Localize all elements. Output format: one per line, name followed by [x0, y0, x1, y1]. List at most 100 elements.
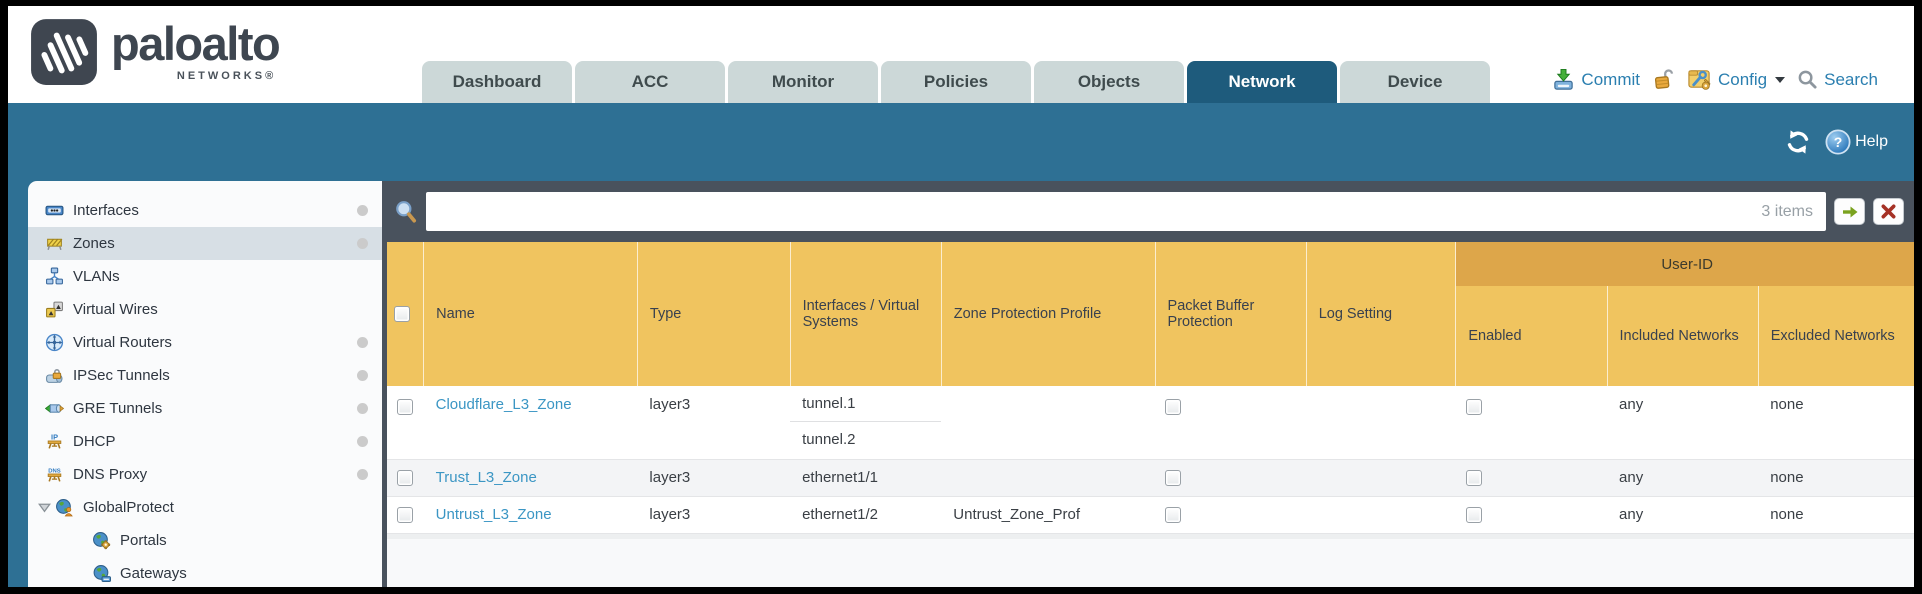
column-header-name[interactable]: Name: [423, 242, 638, 386]
column-header-log-setting[interactable]: Log Setting: [1306, 242, 1457, 386]
packet-buffer-checkbox[interactable]: [1165, 470, 1182, 487]
zone-name-link[interactable]: Cloudflare_L3_Zone: [435, 396, 572, 413]
sidebar-item-interfaces[interactable]: Interfaces: [28, 194, 382, 227]
column-header-zone-protection[interactable]: Zone Protection Profile: [941, 242, 1156, 386]
interface-entry: ethernet1/1: [802, 468, 878, 486]
refresh-icon: [1787, 130, 1809, 154]
interface-entry: tunnel.1: [790, 386, 942, 422]
portals-icon: [93, 532, 111, 550]
zone-interfaces-cell: tunnel.1 tunnel.2: [790, 386, 942, 460]
sidebar-item-dhcp[interactable]: IP DHCP: [28, 425, 382, 458]
svg-text:IP: IP: [51, 432, 58, 441]
zone-protection-cell: Untrust_Zone_Prof: [941, 496, 1156, 534]
excluded-networks-cell: none: [1758, 386, 1914, 460]
zones-table: Name Type Interfaces / Virtual Systems Z…: [387, 242, 1914, 534]
column-header-type[interactable]: Type: [637, 242, 791, 386]
column-header-included-networks[interactable]: Included Networks: [1607, 286, 1759, 386]
sidebar-item-zones[interactable]: Zones: [28, 227, 382, 260]
refresh-button[interactable]: [1785, 129, 1811, 155]
status-dot: [357, 436, 368, 447]
virtual-wires-icon: [46, 301, 63, 318]
zone-interfaces-cell: ethernet1/2: [790, 496, 942, 534]
table-row: Untrust_L3_Zone layer3 ethernet1/2 Untru…: [387, 496, 1914, 534]
sidebar-item-dns-proxy[interactable]: DNS DNS Proxy: [28, 458, 382, 491]
svg-text:?: ?: [1834, 134, 1843, 150]
sidebar-item-globalprotect[interactable]: GlobalProtect: [28, 491, 382, 524]
table-row: Cloudflare_L3_Zone layer3 tunnel.1 tunne…: [387, 386, 1914, 460]
empty-area: [387, 538, 1914, 587]
included-networks-cell: any: [1607, 496, 1759, 534]
packet-buffer-checkbox[interactable]: [1165, 399, 1182, 416]
help-icon: ?: [1825, 129, 1851, 155]
included-networks-cell: any: [1607, 459, 1759, 497]
tab-network[interactable]: Network: [1187, 61, 1337, 103]
clear-filter-button[interactable]: [1873, 198, 1904, 225]
tab-monitor[interactable]: Monitor: [728, 61, 878, 103]
zone-type-cell: layer3: [637, 496, 791, 534]
column-header-enabled[interactable]: Enabled: [1455, 286, 1608, 386]
table-bottom-strip: [387, 533, 1914, 539]
excluded-networks-cell: none: [1758, 459, 1914, 497]
lock-icon: [1654, 69, 1674, 89]
sidebar-item-vlans[interactable]: VLANs: [28, 260, 382, 293]
row-select-cell: [387, 459, 424, 497]
log-setting-cell: [1306, 386, 1456, 460]
expand-triangle-icon[interactable]: [38, 501, 51, 514]
select-all-checkbox[interactable]: [394, 306, 410, 323]
sidebar-item-portals[interactable]: Portals: [28, 524, 382, 557]
enabled-checkbox[interactable]: [1465, 507, 1482, 524]
sidebar-item-label: Portals: [120, 532, 167, 549]
column-header-excluded-networks[interactable]: Excluded Networks: [1758, 286, 1914, 386]
config-icon: [1688, 70, 1711, 90]
packet-buffer-cell: [1155, 386, 1307, 460]
config-button[interactable]: Config: [1687, 67, 1786, 92]
help-button[interactable]: ? Help: [1825, 129, 1888, 155]
packet-buffer-checkbox[interactable]: [1165, 507, 1182, 524]
dhcp-icon: IP: [47, 432, 62, 449]
row-checkbox[interactable]: [397, 399, 413, 416]
commit-label: Commit: [1581, 69, 1640, 89]
excluded-networks-cell: none: [1758, 496, 1914, 534]
table-row: Trust_L3_Zone layer3 ethernet1/1: [387, 459, 1914, 497]
zones-icon: [47, 238, 63, 251]
row-checkbox[interactable]: [397, 470, 413, 487]
enabled-checkbox[interactable]: [1465, 399, 1482, 416]
filter-search-icon: [396, 200, 417, 223]
zone-name-cell: Cloudflare_L3_Zone: [423, 386, 638, 460]
search-icon: [1798, 70, 1817, 89]
zone-name-link[interactable]: Trust_L3_Zone: [435, 469, 537, 486]
apply-filter-button[interactable]: [1834, 198, 1865, 225]
filter-input[interactable]: [426, 192, 1826, 231]
enabled-cell: [1455, 386, 1608, 460]
sidebar-item-label: Interfaces: [73, 202, 139, 219]
row-checkbox[interactable]: [397, 507, 413, 524]
interfaces-icon: [45, 205, 64, 216]
zone-name-cell: Untrust_L3_Zone: [423, 496, 638, 534]
search-button[interactable]: Search: [1797, 69, 1878, 90]
dns-proxy-icon: DNS: [47, 468, 62, 482]
sidebar-item-virtual-routers[interactable]: Virtual Routers: [28, 326, 382, 359]
tab-acc[interactable]: ACC: [575, 61, 725, 103]
column-header-packet-buffer[interactable]: Packet Buffer Protection: [1155, 242, 1307, 386]
row-select-cell: [387, 496, 424, 534]
log-setting-cell: [1306, 496, 1456, 534]
sidebar-item-label: IPSec Tunnels: [73, 367, 170, 384]
sidebar-item-virtual-wires[interactable]: Virtual Wires: [28, 293, 382, 326]
lock-button[interactable]: [1652, 68, 1675, 91]
ipsec-tunnels-icon: [46, 369, 63, 383]
enabled-checkbox[interactable]: [1465, 470, 1482, 487]
tab-device[interactable]: Device: [1340, 61, 1490, 103]
column-header-interfaces[interactable]: Interfaces / Virtual Systems: [790, 242, 942, 386]
log-setting-cell: [1306, 459, 1456, 497]
sidebar-item-ipsec-tunnels[interactable]: IPSec Tunnels: [28, 359, 382, 392]
commit-button[interactable]: Commit: [1552, 68, 1640, 91]
config-label: Config: [1717, 69, 1768, 89]
zone-name-link[interactable]: Untrust_L3_Zone: [435, 506, 552, 523]
tab-dashboard[interactable]: Dashboard: [422, 61, 572, 103]
sidebar-item-gateways[interactable]: Gateways: [28, 557, 382, 587]
clear-filter-icon: [1881, 204, 1896, 219]
tab-policies[interactable]: Policies: [881, 61, 1031, 103]
tab-objects[interactable]: Objects: [1034, 61, 1184, 103]
content-row: Interfaces Zones VLANs: [8, 181, 1914, 587]
sidebar-item-gre-tunnels[interactable]: GRE Tunnels: [28, 392, 382, 425]
